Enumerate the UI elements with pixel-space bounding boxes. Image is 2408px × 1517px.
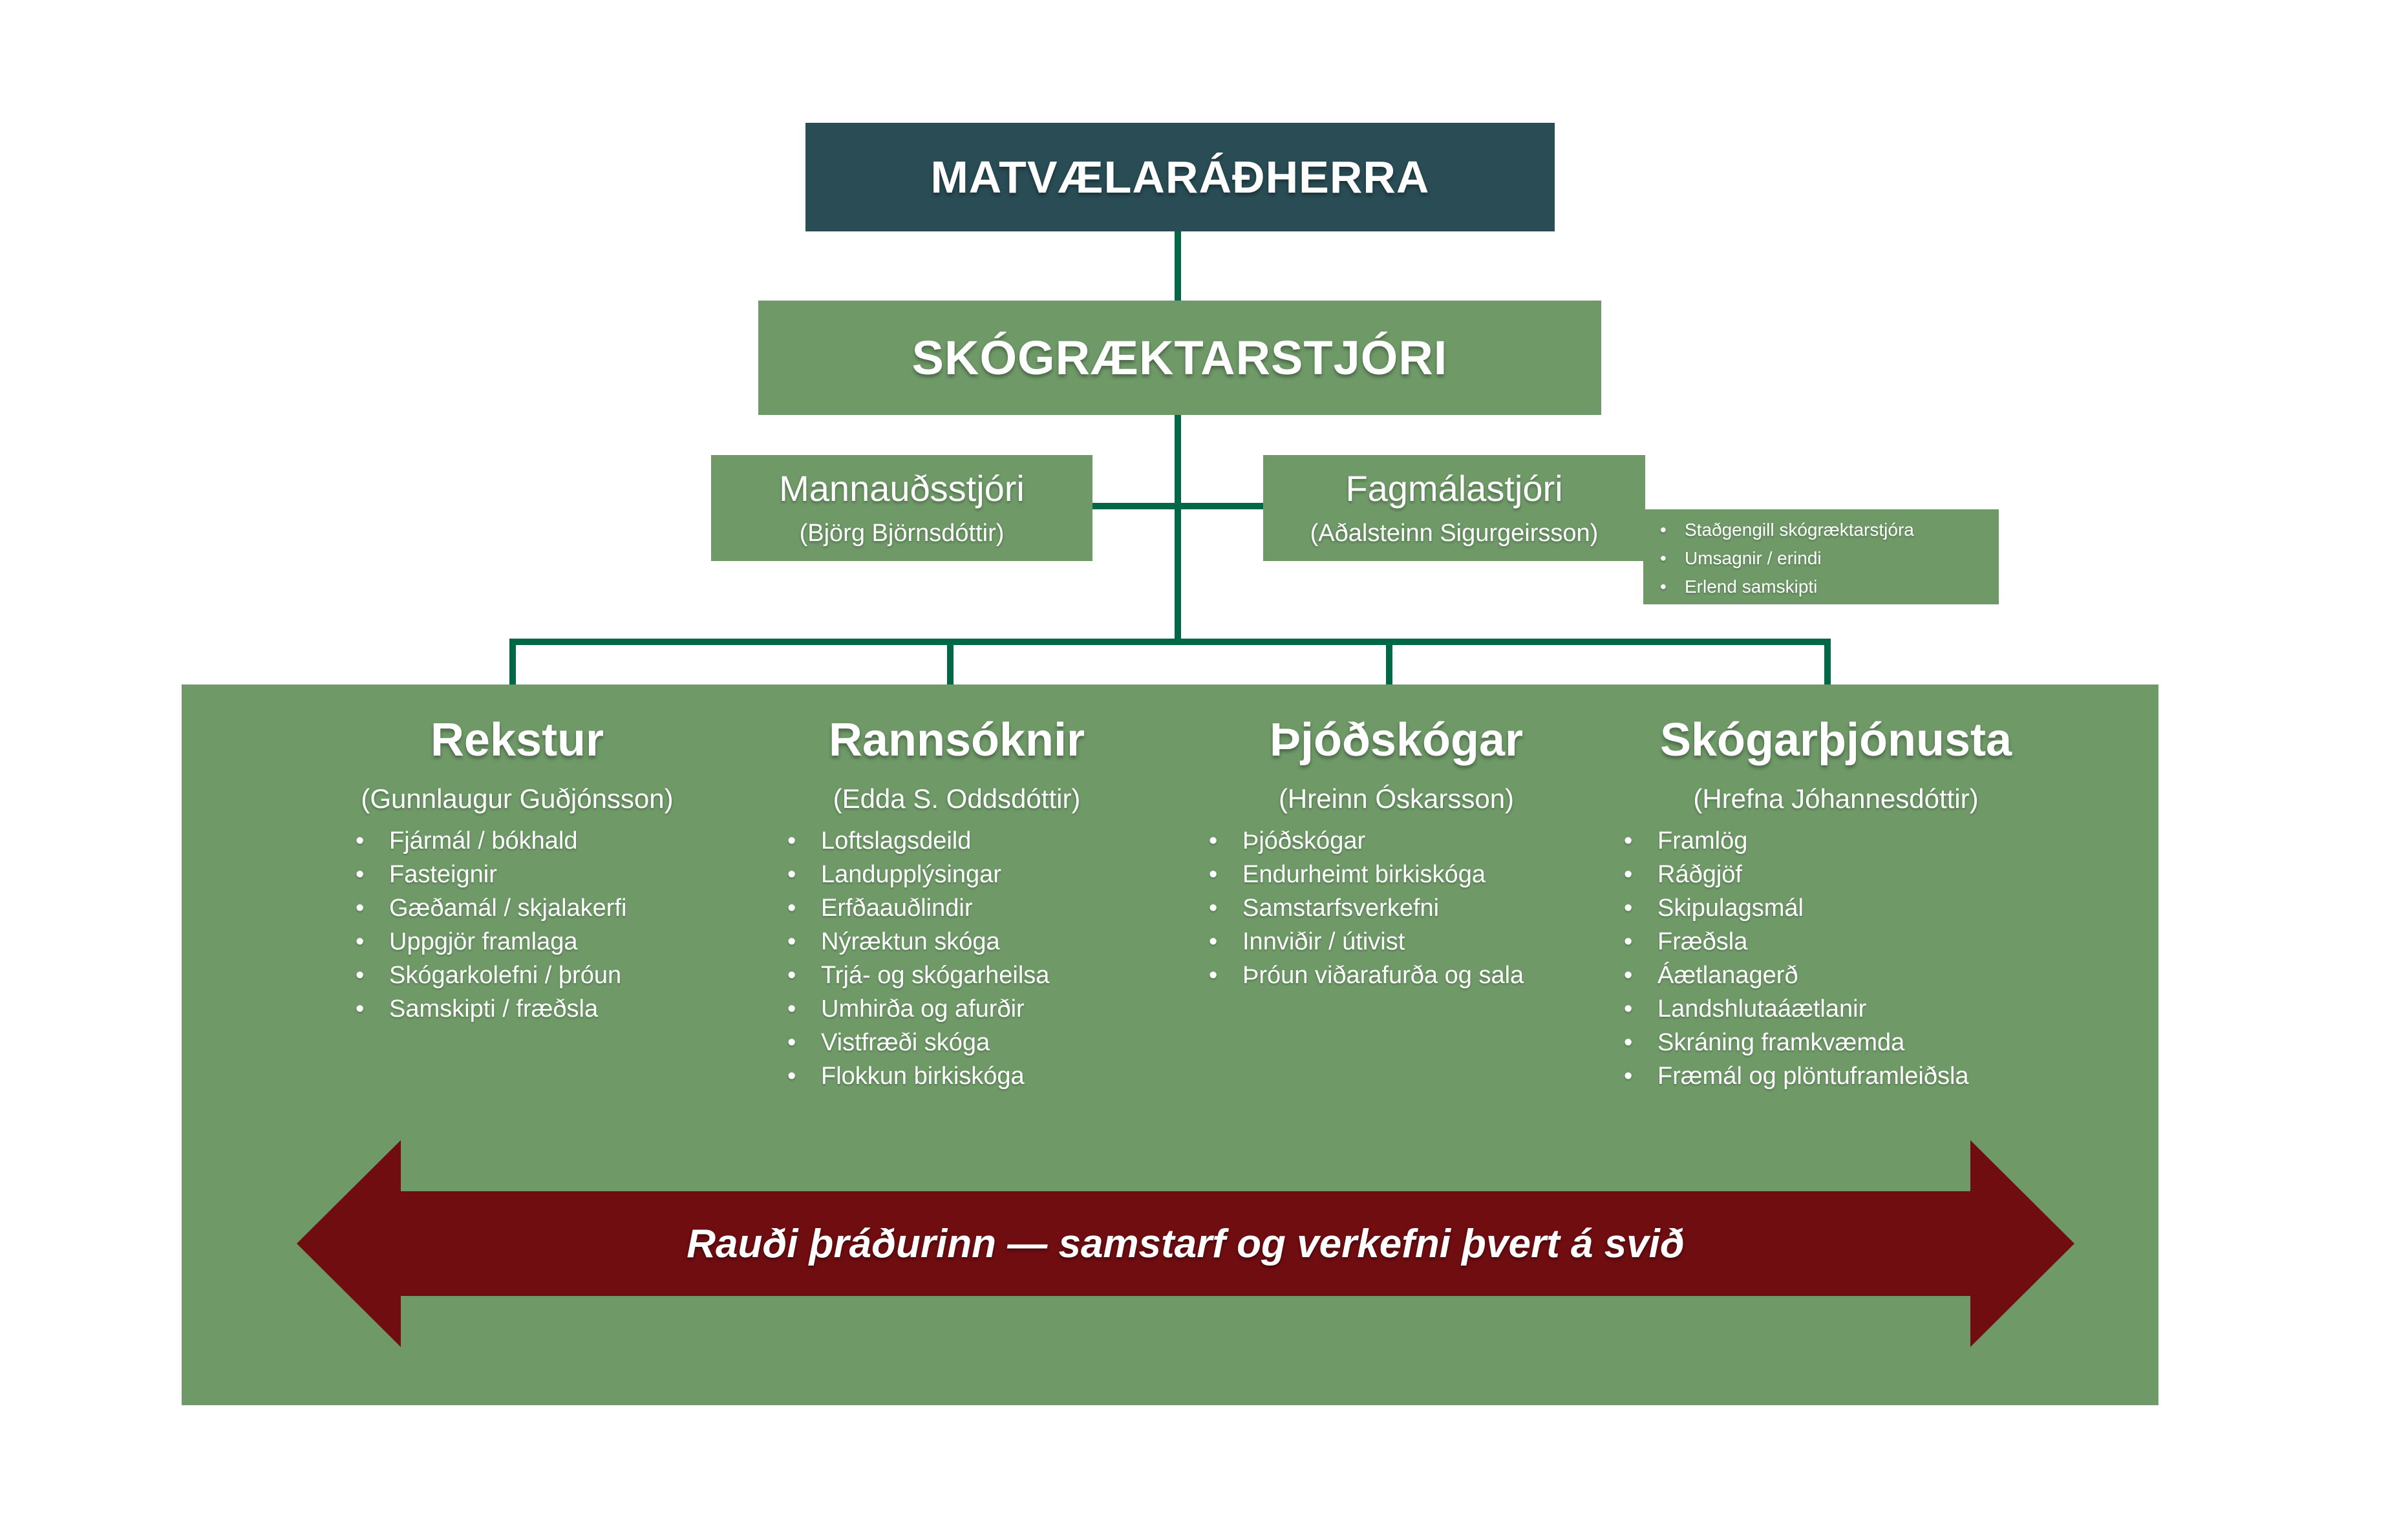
hr-manager-box: Mannauðsstjóri (Björg Björnsdóttir)	[711, 455, 1092, 561]
division-column-thjodskogar: Þjóðskógar (Hreinn Óskarsson) Þjóðskógar…	[1157, 714, 1636, 992]
connector-director-bar	[1175, 415, 1181, 639]
division-column-skogarthjonusta: Skógarþjónusta (Hrefna Jóhannesdóttir) F…	[1571, 714, 2101, 1093]
division-head-name: (Hreinn Óskarsson)	[1278, 783, 1515, 814]
bullet-item: Fræmál og plöntuframleiðsla	[1624, 1059, 2101, 1093]
bullet-item: Skráning framkvæmda	[1624, 1026, 2101, 1059]
bullet-item: Framlög	[1624, 824, 2101, 858]
deputy-task-list: Staðgengill skógræktarstjóraUmsagnir / e…	[1656, 516, 1992, 601]
division-task-list: LoftslagsdeildLandupplýsingarErfðaauðlin…	[787, 824, 1183, 1093]
professional-manager-name: (Aðalsteinn Sigurgeirsson)	[1310, 520, 1599, 547]
bullet-item: Umsagnir / erindi	[1656, 544, 1992, 573]
bullet-item: Uppgjör framlaga	[356, 925, 756, 959]
bullet-item: Landshlutaáætlanir	[1624, 992, 2101, 1026]
division-title: Skógarþjónusta	[1659, 714, 2012, 766]
bullet-item: Staðgengill skógræktarstjóra	[1656, 516, 1992, 544]
division-head-name: (Gunnlaugur Guðjónsson)	[361, 783, 674, 814]
drop-line-rekstur	[509, 639, 516, 684]
bullet-item: Nýræktun skóga	[787, 925, 1183, 959]
hr-manager-title: Mannauðsstjóri	[779, 468, 1025, 509]
bullet-item: Fjármál / bókhald	[356, 824, 756, 858]
bullet-item: Fræðsla	[1624, 925, 2101, 959]
director-box: SKÓGRÆKTARSTJÓRI	[758, 301, 1601, 415]
division-task-list: ÞjóðskógarEndurheimt birkiskógaSamstarfs…	[1209, 824, 1636, 992]
bullet-item: Trjá- og skógarheilsa	[787, 959, 1183, 992]
deputy-tasks-box: Staðgengill skógræktarstjóraUmsagnir / e…	[1643, 509, 1999, 604]
bullet-item: Umhirða og afurðir	[787, 992, 1183, 1026]
division-title: Rekstur	[430, 714, 604, 766]
drop-line-skogarthjonusta	[1824, 639, 1831, 684]
connector-minister-director	[1175, 231, 1181, 301]
distribution-bar	[510, 639, 1831, 645]
bullet-item: Flokkun birkiskóga	[787, 1059, 1183, 1093]
bullet-item: Fasteignir	[356, 858, 756, 891]
bullet-item: Skipulagsmál	[1624, 891, 2101, 925]
drop-line-thjodskogar	[1386, 639, 1392, 684]
division-task-list: FramlögRáðgjöfSkipulagsmálFræðslaÁætlana…	[1624, 824, 2101, 1093]
division-column-rekstur: Rekstur (Gunnlaugur Guðjónsson) Fjármál …	[278, 714, 756, 1026]
minister-box: MATVÆLARÁÐHERRA	[805, 123, 1555, 231]
bullet-item: Þróun viðarafurða og sala	[1209, 959, 1636, 992]
bullet-item: Þjóðskógar	[1209, 824, 1636, 858]
red-thread-label: Rauði þráðurinn — samstarf og verkefni þ…	[687, 1221, 1685, 1266]
division-head-name: (Edda S. Oddsdóttir)	[833, 783, 1081, 814]
bullet-item: Innviðir / útivist	[1209, 925, 1636, 959]
division-column-rannsoknir: Rannsóknir (Edda S. Oddsdóttir) Loftslag…	[730, 714, 1183, 1093]
bullet-item: Samstarfsverkefni	[1209, 891, 1636, 925]
bullet-item: Áætlanagerð	[1624, 959, 2101, 992]
drop-line-rannsoknir	[947, 639, 954, 684]
minister-label: MATVÆLARÁÐHERRA	[930, 152, 1430, 202]
bullet-item: Erlend samskipti	[1656, 573, 1992, 601]
bullet-item: Landupplýsingar	[787, 858, 1183, 891]
professional-manager-box: Fagmálastjóri (Aðalsteinn Sigurgeirsson)	[1263, 455, 1645, 561]
bullet-item: Gæðamál / skjalakerfi	[356, 891, 756, 925]
division-title: Rannsóknir	[828, 714, 1085, 766]
bullet-item: Loftslagsdeild	[787, 824, 1183, 858]
bullet-item: Endurheimt birkiskóga	[1209, 858, 1636, 891]
bullet-item: Erfðaauðlindir	[787, 891, 1183, 925]
division-head-name: (Hrefna Jóhannesdóttir)	[1693, 783, 1979, 814]
division-task-list: Fjármál / bókhaldFasteignirGæðamál / skj…	[356, 824, 756, 1026]
division-title: Þjóðskógar	[1269, 714, 1524, 766]
bullet-item: Skógarkolefni / þróun	[356, 959, 756, 992]
bullet-item: Samskipti / fræðsla	[356, 992, 756, 1026]
bullet-item: Ráðgjöf	[1624, 858, 2101, 891]
professional-manager-title: Fagmálastjóri	[1345, 468, 1563, 509]
connector-manager-crossbar	[1092, 503, 1263, 509]
bullet-item: Vistfræði skóga	[787, 1026, 1183, 1059]
hr-manager-name: (Björg Björnsdóttir)	[799, 520, 1005, 547]
director-label: SKÓGRÆKTARSTJÓRI	[911, 331, 1448, 385]
